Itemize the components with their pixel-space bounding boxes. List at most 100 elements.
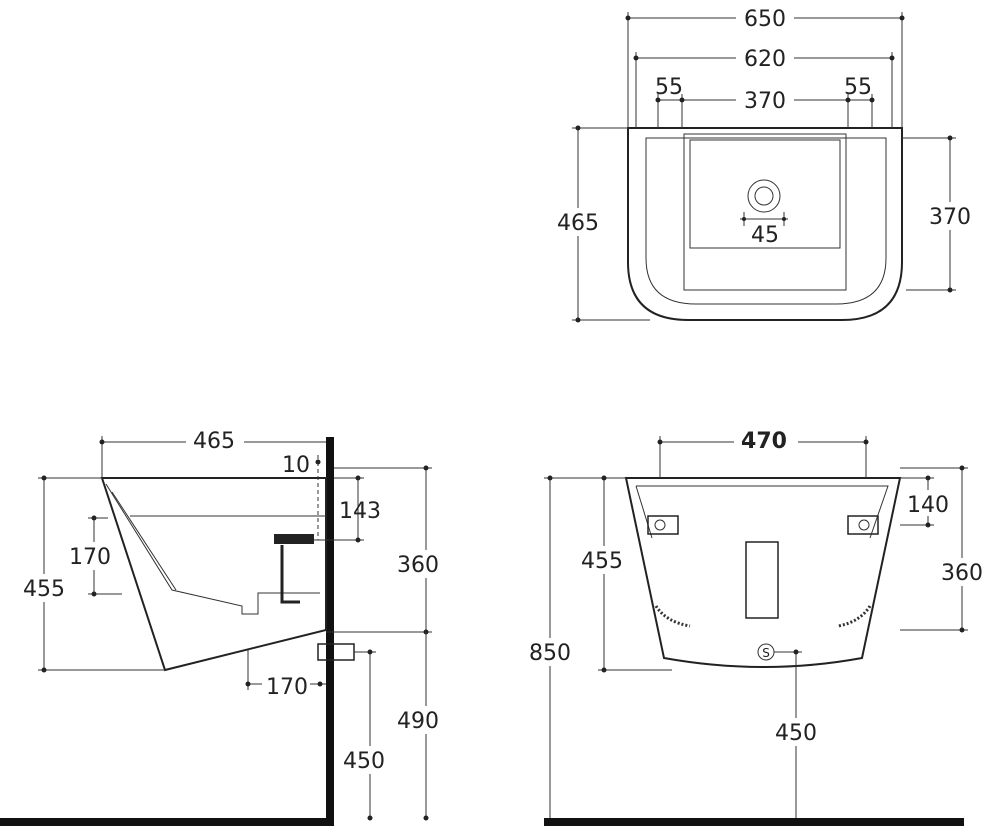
dim-465-side-label: 465 [193, 429, 235, 454]
dim-45-tick-a [742, 217, 746, 221]
front-view: S 470 140 360 455 [524, 428, 992, 826]
dim-55-tick-a [655, 97, 661, 103]
dim-55-tick-b [679, 97, 685, 103]
dim-170-bowl-tick-b [91, 591, 97, 597]
dim-170-drain-tick-a [245, 681, 251, 687]
side-floor [0, 818, 334, 826]
dim-170-bowl-tick-a [91, 515, 97, 521]
top-drain-outer [747, 179, 781, 213]
front-drain-box [745, 541, 779, 619]
dim-143-label: 143 [339, 499, 381, 524]
dim-455-front-tick-b [601, 667, 607, 673]
dim-10-tick [315, 459, 321, 465]
dim-143-tick-b [355, 537, 361, 543]
dim-140-tick-b [925, 522, 931, 528]
front-fixing-left-hole [654, 519, 666, 531]
dim-620-label: 620 [744, 47, 786, 72]
top-view: 650 620 370 55 55 465 [554, 4, 974, 323]
dim-465-side-bg [186, 428, 244, 456]
front-outlet-symbol: S [762, 646, 770, 660]
dim-850-bg [524, 638, 580, 666]
dim-360-front-bg [934, 558, 992, 586]
dim-360-front-label: 360 [941, 561, 983, 586]
dim-170-drain-label: 170 [266, 675, 308, 700]
dim-490-tick-b [423, 815, 429, 821]
dim-370-right-tick-b [947, 287, 953, 293]
dim-370-right-tick-a [947, 135, 953, 141]
dim-360-side-label: 360 [397, 553, 439, 578]
dim-370-bg [736, 86, 794, 114]
dim-455-side-tick-b [41, 667, 47, 673]
dim-455-side-label: 455 [23, 577, 65, 602]
dim-650-tick-right [899, 15, 905, 21]
front-grip-left [654, 605, 691, 628]
dim-470-bg [734, 428, 798, 456]
dim-465-top-bg [554, 208, 602, 236]
dim-620-bg [736, 44, 794, 72]
dim-143-tick-a [355, 475, 361, 481]
dim-10-label: 10 [282, 453, 310, 478]
dim-55-tick-c [845, 97, 851, 103]
dim-455-side-tick-a [41, 475, 47, 481]
front-basin-outline [624, 477, 902, 668]
dim-45-label: 45 [751, 223, 779, 248]
dim-450-front-bg [768, 718, 826, 746]
top-basin-outline [627, 127, 903, 321]
dim-170-bowl-label: 170 [69, 545, 111, 570]
dim-370-right-bg [926, 202, 974, 230]
side-basin-outline [100, 477, 327, 672]
dim-455-front-tick-a [601, 475, 607, 481]
dim-360-side-bg [396, 550, 454, 578]
dim-170-bowl-bg [66, 542, 114, 570]
dim-470-tick-a [657, 439, 663, 445]
dim-140-bg [904, 490, 952, 516]
dim-465-top-tick-a [575, 125, 581, 131]
dim-620-tick-left [633, 55, 639, 61]
dim-455-side-bg [20, 574, 68, 602]
dim-140-tick-a [925, 475, 931, 481]
top-basin-bowl [689, 139, 841, 249]
dim-650-label: 650 [744, 7, 786, 32]
dim-465-side-tick-a [99, 439, 105, 445]
top-basin-well [683, 133, 847, 291]
dim-450-front-label: 450 [775, 721, 817, 746]
top-drain-inner [754, 186, 774, 206]
dim-370-label: 370 [744, 89, 786, 114]
dim-455-front-label: 455 [581, 549, 623, 574]
dim-450-side-tick-a [367, 649, 373, 655]
side-view: 465 10 455 170 170 143 [0, 428, 454, 826]
dim-360-side-tick-a [423, 465, 429, 471]
side-basin-inner [105, 483, 320, 615]
dim-55-right-label: 55 [844, 75, 872, 100]
dim-170-drain-tick-b [317, 681, 323, 687]
dim-450-side-tick-b [367, 815, 373, 821]
front-basin-rim [636, 485, 889, 539]
dim-850-label: 850 [529, 641, 571, 666]
dim-55-tick-d [869, 97, 875, 103]
front-fixing-right [847, 515, 879, 535]
side-trap [280, 545, 300, 604]
dim-450-side-bg [342, 746, 400, 774]
dim-450-front-tick-a [793, 649, 799, 655]
dim-465-top-label: 465 [557, 211, 599, 236]
dim-450-side-label: 450 [343, 749, 385, 774]
dim-650-bg [736, 4, 794, 32]
front-basin-rim-left [635, 485, 653, 539]
dim-370-right-label: 370 [929, 205, 971, 230]
dim-55-left-label: 55 [655, 75, 683, 100]
dim-170-drain-bg [262, 672, 310, 698]
side-basin-inner-2 [111, 491, 177, 591]
top-basin-rim [645, 137, 887, 305]
dim-360-front-tick-a [959, 465, 965, 471]
dim-140-label: 140 [907, 493, 949, 518]
front-fixing-right-hole [858, 519, 870, 531]
side-outlet-pipe [317, 643, 355, 661]
front-grip-right [837, 605, 872, 628]
dim-490-label: 490 [397, 709, 439, 734]
dim-470-tick-b [863, 439, 869, 445]
dim-490-bg [396, 706, 454, 734]
front-fixing-left [647, 515, 679, 535]
dim-360-front-tick-b [959, 627, 965, 633]
dim-850-tick-a [547, 475, 553, 481]
